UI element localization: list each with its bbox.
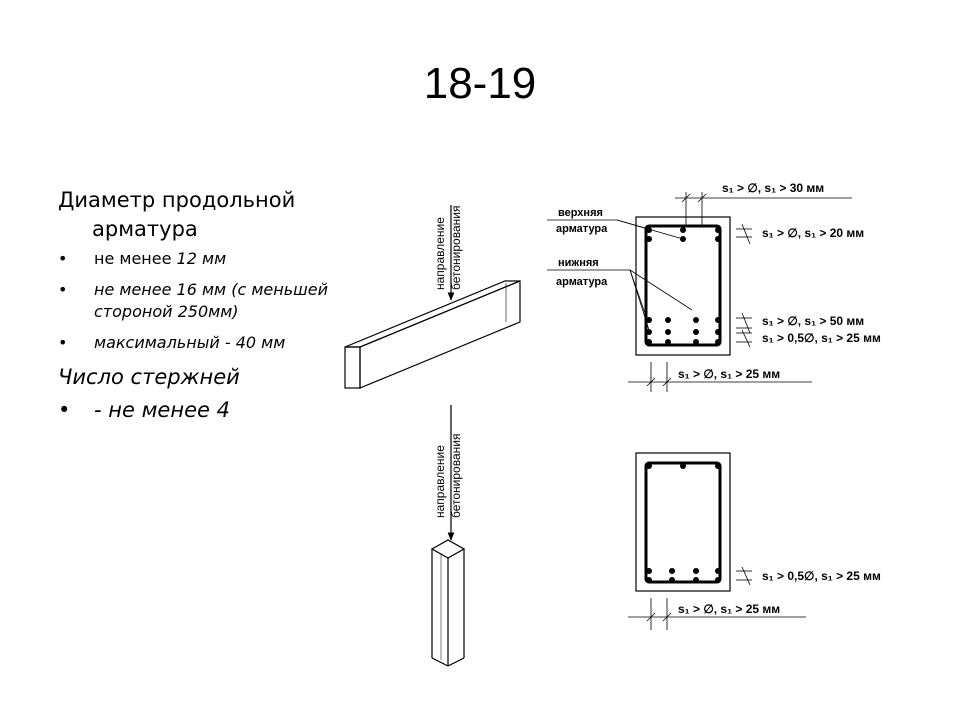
lower-rebar-label-2: арматура: [556, 276, 608, 288]
beam-direction-label-1: направление: [433, 217, 447, 290]
dim-mid-right-label: s₁ > ∅, s₁ > 50 мм: [762, 314, 864, 328]
diameter-heading-line2: арматура: [92, 217, 198, 241]
dim-top-right-label: s₁ > ∅, s₁ > 20 мм: [762, 226, 864, 240]
diameter-list: не менее 12 мм не менее 16 мм (с меньшей…: [58, 248, 378, 354]
count-heading: Число стержней: [58, 365, 240, 389]
dim-col-bottom-label: s₁ > ∅, s₁ > 25 мм: [678, 602, 780, 616]
beam-section: [547, 216, 731, 356]
slide-title: 18-19: [423, 59, 537, 108]
lower-rebar-label-1: нижняя: [558, 257, 599, 269]
upper-rebar-label-2: арматура: [556, 223, 608, 235]
bullet-min-12: не менее 12 мм: [58, 248, 378, 270]
bullet-min-12-prefix: не менее: [94, 249, 177, 268]
dim-bottom-label: s₁ > ∅, s₁ > 25 мм: [678, 367, 780, 381]
beam-illustration: [344, 280, 521, 389]
bullet-min-16: не менее 16 мм (с меньшей стороной 250мм…: [58, 279, 378, 323]
bullet-max-40: максимальный - 40 мм: [58, 332, 378, 354]
bullet-min-4: - не менее 4: [58, 396, 378, 424]
column-direction-label-2: бетонирования: [449, 434, 463, 518]
column-illustration: [430, 539, 466, 667]
column-section: [635, 452, 731, 592]
diameter-heading-line1: Диаметр продольной: [58, 188, 296, 212]
beam-dimension-marks: [628, 192, 852, 392]
count-list: - не менее 4: [58, 396, 378, 424]
diameter-heading: Диаметр продольной арматура: [58, 186, 378, 244]
column-direction-label-1: направление: [433, 445, 447, 518]
text-block: Диаметр продольной арматура не менее 12 …: [58, 186, 378, 433]
beam-direction-label-2: бетонирования: [449, 206, 463, 290]
dim-low-right-label: s₁ > 0,5∅, s₁ > 25 мм: [762, 331, 881, 345]
dim-top-label: s₁ > ∅, s₁ > 30 мм: [722, 181, 824, 195]
bullet-min-12-value: 12 мм: [176, 249, 227, 268]
column-dimension-marks: [628, 566, 806, 630]
dim-col-right-label: s₁ > 0,5∅, s₁ > 25 мм: [762, 569, 881, 583]
upper-rebar-label-1: верхняя: [558, 207, 603, 219]
